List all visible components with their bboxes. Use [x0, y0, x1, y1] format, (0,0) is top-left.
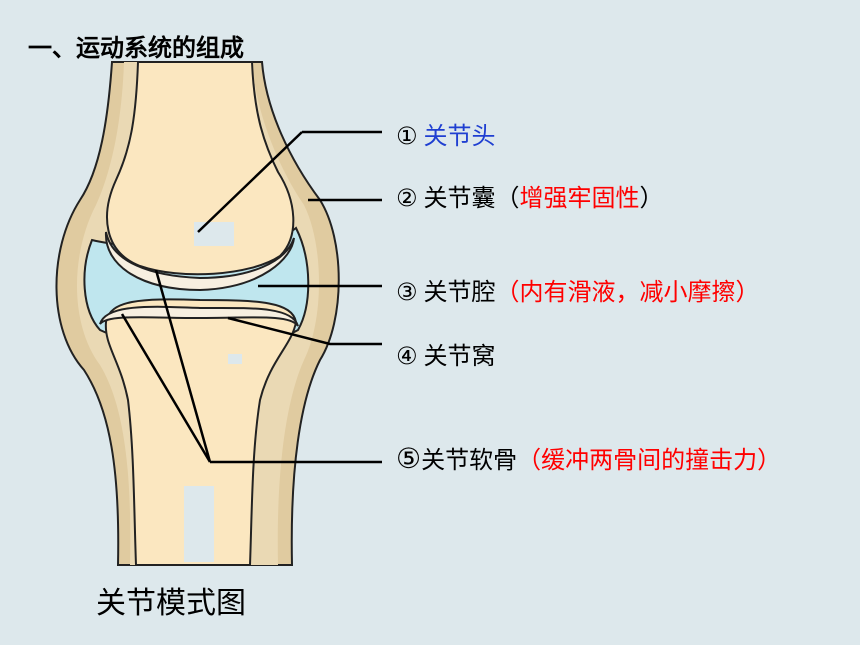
label-articular-cartilage: ⑤关节软骨（缓冲两骨间的撞击力）	[396, 442, 782, 475]
leader-line-4	[227, 316, 382, 346]
socket-cartilage	[99, 305, 299, 327]
bone-patch	[194, 222, 234, 246]
diagram-caption: 关节模式图	[96, 586, 246, 621]
bone-patch	[184, 486, 214, 562]
upper-bone	[106, 61, 295, 276]
leader-line-5	[120, 269, 382, 464]
bone-patch	[228, 354, 242, 364]
page-title: 一、运动系统的组成	[28, 34, 244, 62]
leader-line-1	[197, 130, 382, 233]
